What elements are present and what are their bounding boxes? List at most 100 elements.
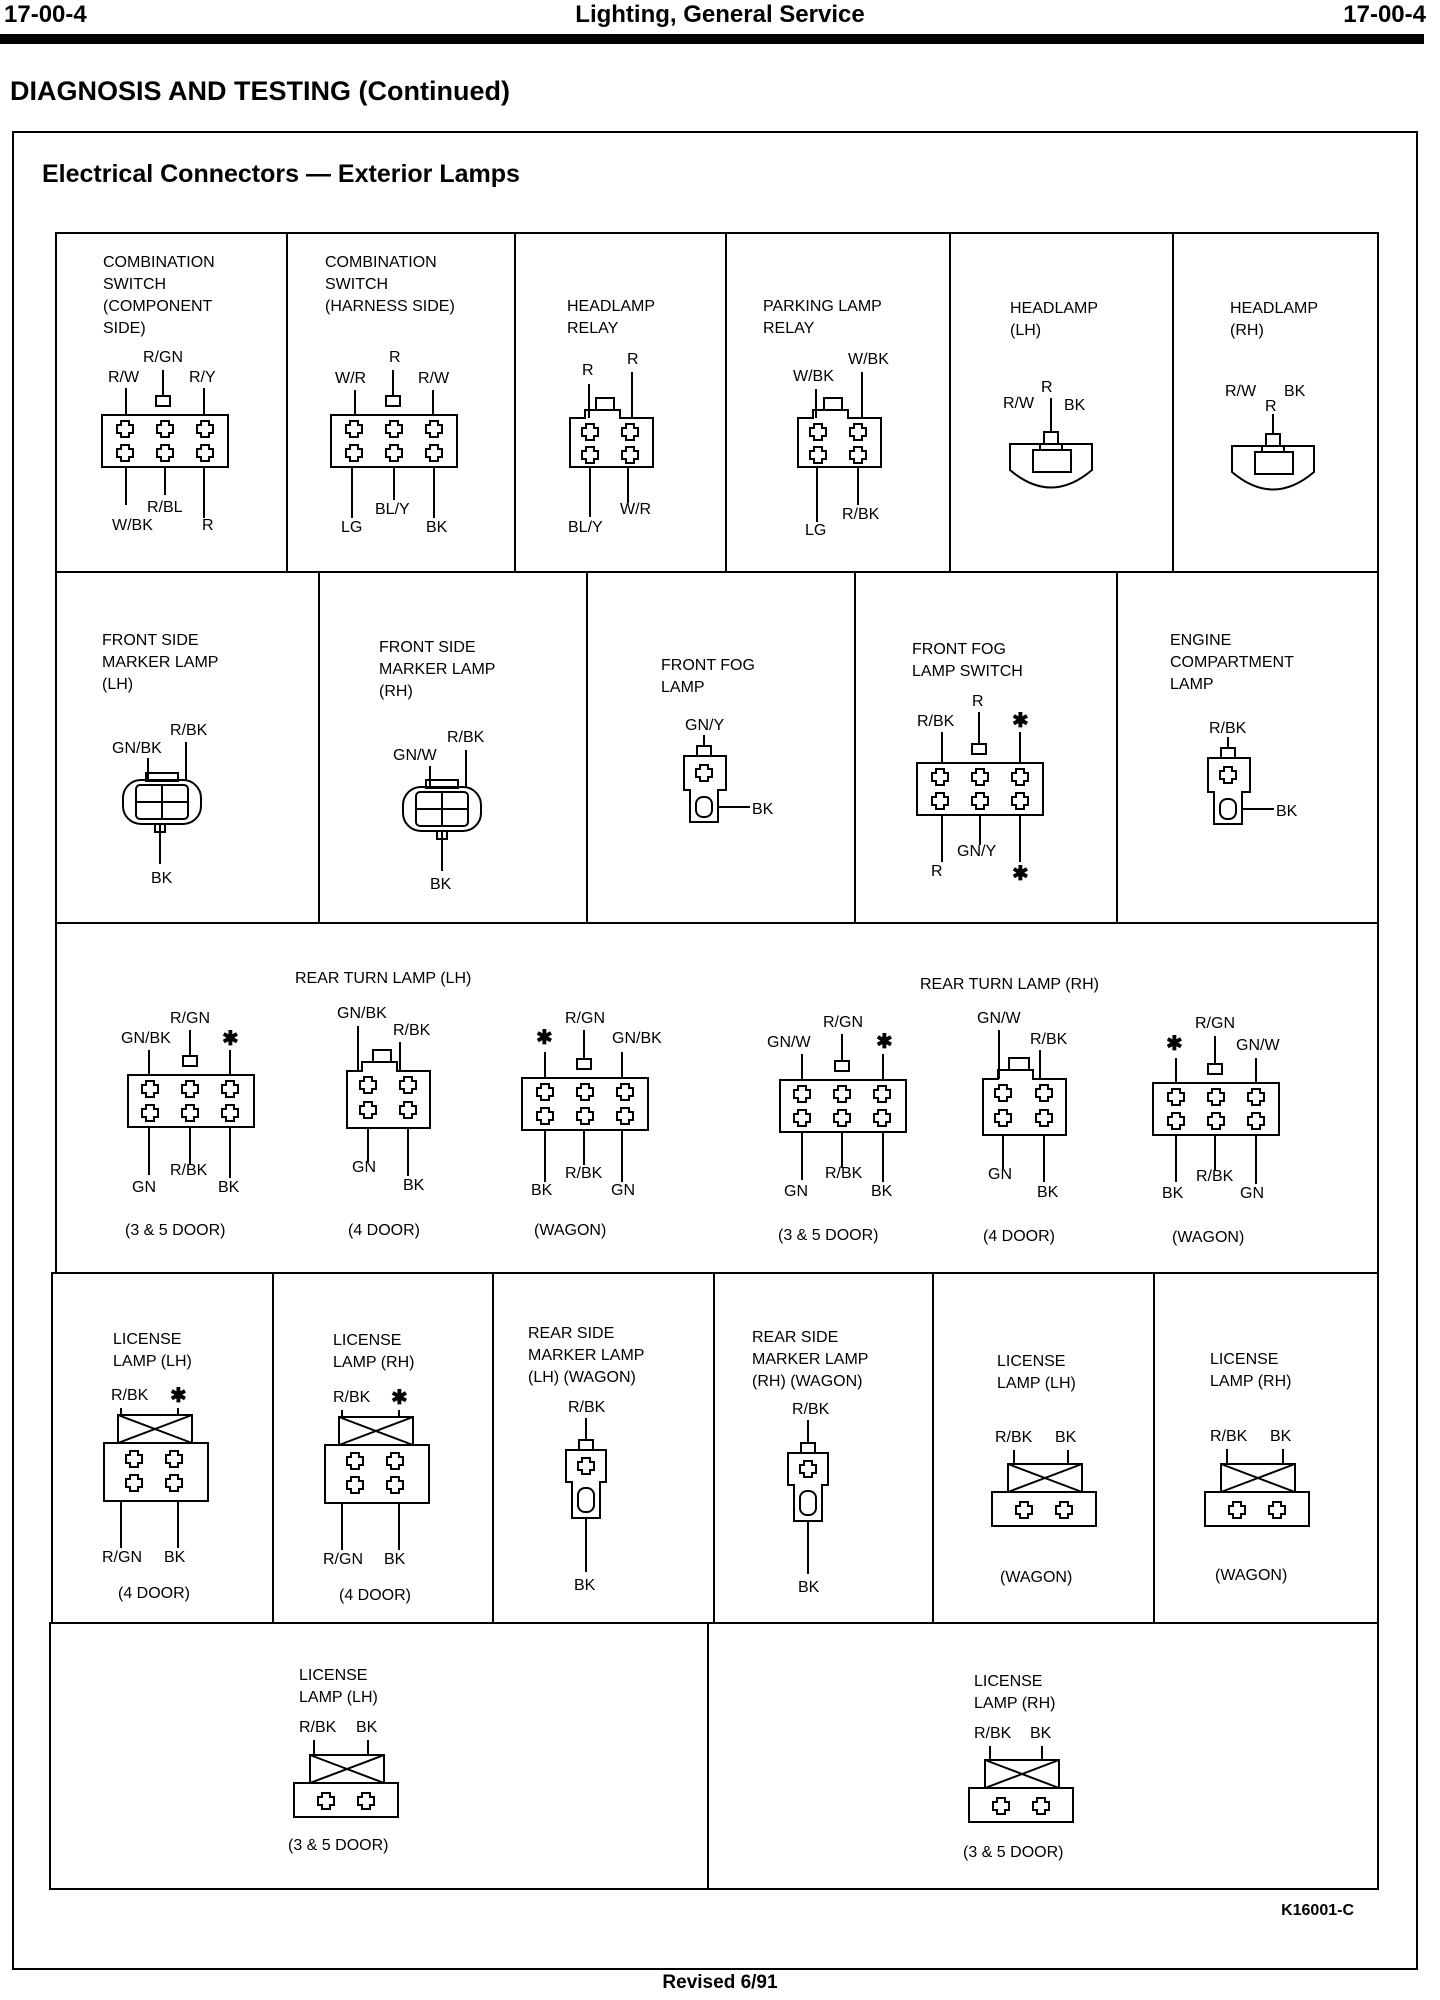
rear-side-marker-lh-connector: REAR SIDE MARKER LAMP (LH) (WAGON) R/BK …	[528, 1325, 644, 1594]
pin-label: BK	[356, 1719, 378, 1736]
headlamp-relay-connector: HEADLAMP RELAY R R W/R BL/Y	[567, 298, 655, 536]
pin-label: BK	[426, 519, 448, 536]
title-line: MARKER LAMP	[379, 661, 495, 678]
rear-turn-lamp-lh-wagon-connector: R/GN ✱ GN/BK R/BK BK GN (WAGON)	[521, 1010, 662, 1239]
pin-label: R/GN	[823, 1014, 863, 1031]
variant-note: (3 & 5 DOOR)	[778, 1227, 878, 1244]
asterisk-label: ✱	[876, 1031, 893, 1053]
pin-label: R/BK	[825, 1165, 863, 1182]
title-line: (RH)	[1230, 322, 1264, 339]
rear-turn-lamp-rh-wagon-connector: R/GN ✱ GN/W R/BK BK GN (WAGON)	[1152, 1015, 1280, 1246]
page-footer: Revised 6/91	[662, 1972, 778, 1993]
pin-label: LG	[805, 522, 826, 539]
title-line: RELAY	[763, 320, 815, 337]
title-line: HEADLAMP	[567, 298, 655, 315]
pin-label: BK	[574, 1577, 596, 1594]
title-line: LAMP	[661, 679, 705, 696]
title-line: PARKING LAMP	[763, 298, 882, 315]
title-line: (LH) (WAGON)	[528, 1369, 636, 1386]
pin-label: W/BK	[848, 351, 889, 368]
pin-label: R/BK	[170, 1162, 208, 1179]
pin-label: W/BK	[793, 368, 834, 385]
pin-label: GN	[132, 1179, 156, 1196]
title-line: LAMP (LH)	[299, 1689, 378, 1706]
section-title: DIAGNOSIS AND TESTING (Continued)	[10, 76, 510, 106]
pin-label: BK	[752, 801, 774, 818]
rear-turn-lamp-rh-4door-connector: GN/W R/BK GN BK (4 DOOR)	[977, 1010, 1068, 1245]
pin-label: GN	[611, 1182, 635, 1199]
pin-label: R/GN	[102, 1549, 142, 1566]
title-line: LAMP (RH)	[1210, 1373, 1292, 1390]
combination-switch-harness-connector: COMBINATION SWITCH (HARNESS SIDE) R W/R …	[325, 254, 458, 536]
title-line: MARKER LAMP	[528, 1347, 644, 1364]
pin-label: BK	[1270, 1428, 1292, 1445]
pin-label: R/BK	[568, 1399, 606, 1416]
title-line: LICENSE	[299, 1667, 367, 1684]
pin-label: GN/W	[767, 1034, 811, 1051]
variant-note: (WAGON)	[1172, 1229, 1244, 1246]
pin-label: BL/Y	[568, 519, 603, 536]
title-line: LAMP (LH)	[113, 1353, 192, 1370]
title-line: LAMP (RH)	[333, 1354, 415, 1371]
asterisk-label: ✱	[391, 1387, 408, 1409]
pin-label: GN	[988, 1166, 1012, 1183]
title-line: LICENSE	[333, 1332, 401, 1349]
pin-label: BL/Y	[375, 501, 410, 518]
title-line: REAR SIDE	[528, 1325, 614, 1342]
asterisk-label: ✱	[536, 1027, 553, 1049]
variant-note: (WAGON)	[534, 1222, 606, 1239]
pin-label: GN/BK	[112, 740, 162, 757]
title-line: MARKER LAMP	[752, 1351, 868, 1368]
title-line: (LH)	[1010, 322, 1041, 339]
variant-note: (WAGON)	[1215, 1567, 1287, 1584]
title-line: LAMP SWITCH	[912, 663, 1023, 680]
pin-label: R/BL	[147, 499, 183, 516]
pin-label: R/BK	[333, 1389, 371, 1406]
variant-note: (3 & 5 DOOR)	[125, 1222, 225, 1239]
pin-label: R/W	[1003, 395, 1035, 412]
license-lamp-rh-4door-connector: LICENSE LAMP (RH) R/BK ✱ R/GN BK (4 DOOR…	[323, 1332, 430, 1604]
pin-label: R/BK	[1210, 1428, 1248, 1445]
pin-label: GN	[1240, 1185, 1264, 1202]
page-number-right: 17-00-4	[1343, 1, 1426, 28]
rear-turn-lamp-lh-4door-connector: GN/BK R/BK GN BK (4 DOOR)	[337, 1005, 431, 1239]
pin-label: R	[972, 693, 984, 710]
title-line: FRONT FOG	[912, 641, 1006, 658]
pin-label: W/R	[620, 501, 651, 518]
pin-label: GN/BK	[337, 1005, 387, 1022]
asterisk-label: ✱	[1012, 863, 1029, 885]
headlamp-rh-connector: HEADLAMP (RH) R/W BK R	[1225, 300, 1318, 491]
pin-label: R/Y	[189, 369, 216, 386]
pin-label: R/W	[108, 369, 140, 386]
pin-label: BK	[531, 1182, 553, 1199]
pin-label: R/BK	[170, 722, 208, 739]
license-lamp-rh-35door-connector: LICENSE LAMP (RH) R/BK BK (3 & 5 DOOR)	[963, 1673, 1074, 1861]
pin-label: R	[1265, 398, 1277, 415]
pin-label: GN/Y	[685, 717, 724, 734]
pin-label: GN/W	[393, 747, 437, 764]
pin-label: GN/BK	[121, 1030, 171, 1047]
title-line: (RH)	[379, 683, 413, 700]
pin-label: BK	[1162, 1185, 1184, 1202]
pin-label: BK	[1037, 1184, 1059, 1201]
pin-label: R/BK	[1030, 1031, 1068, 1048]
title-line: LAMP	[1170, 676, 1214, 693]
pin-label: BK	[164, 1549, 186, 1566]
title-line: HEADLAMP	[1010, 300, 1098, 317]
front-fog-lamp-switch-connector: FRONT FOG LAMP SWITCH R R/BK ✱ GN/Y R ✱	[912, 641, 1044, 885]
pin-label: R/BK	[565, 1165, 603, 1182]
pin-label: R	[1041, 379, 1053, 396]
license-lamp-rh-wagon-connector: LICENSE LAMP (RH) R/BK BK (WAGON)	[1204, 1351, 1310, 1584]
title-line: FRONT FOG	[661, 657, 755, 674]
rear-side-marker-rh-connector: REAR SIDE MARKER LAMP (RH) (WAGON) R/BK …	[752, 1329, 868, 1596]
title-line: (RH) (WAGON)	[752, 1373, 863, 1390]
title-line: LICENSE	[113, 1331, 181, 1348]
title-line: COMPARTMENT	[1170, 654, 1294, 671]
pin-label: R/BK	[974, 1725, 1012, 1742]
title-line: FRONT SIDE	[379, 639, 476, 656]
title-line: COMBINATION	[103, 254, 215, 271]
cell-license-lamp-rh-35door	[707, 1622, 1379, 1890]
front-side-marker-rh-connector: FRONT SIDE MARKER LAMP (RH) R/BK GN/W BK	[379, 639, 495, 893]
pin-label: BK	[430, 876, 452, 893]
header-rule	[0, 34, 1424, 44]
